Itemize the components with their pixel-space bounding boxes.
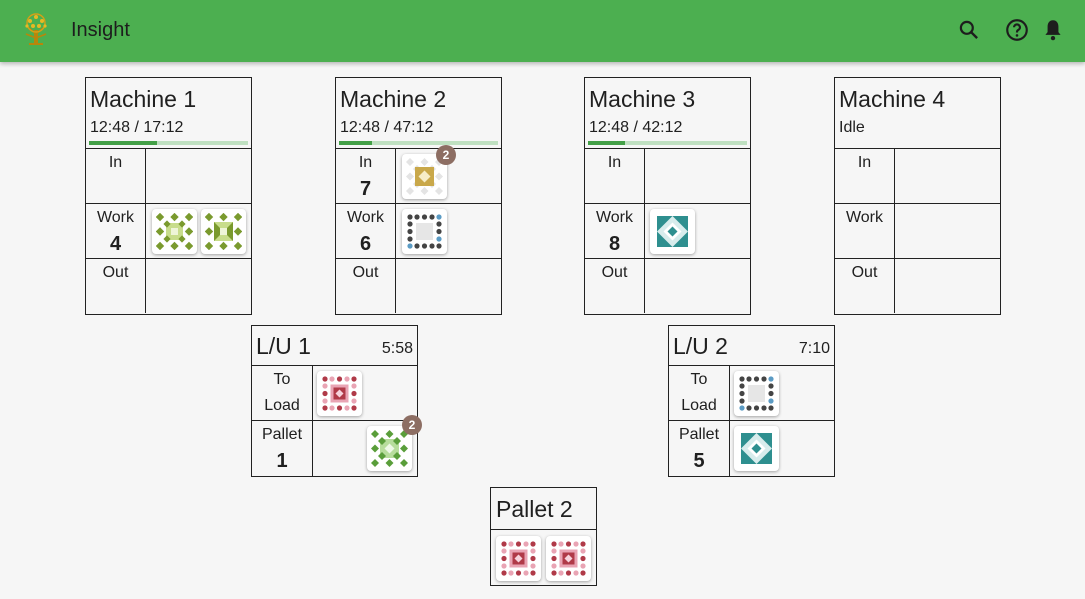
machine-work-row: Work 4 [86,204,251,259]
crimson-quilt-icon [551,541,586,576]
row-label-out: Out [601,264,628,281]
row-label-work: Work [96,209,135,226]
row-label-pallet: Pallet [678,426,720,443]
row-label-in: In [857,154,872,171]
machine-header: Machine 1 12:48 / 17:12 [86,78,251,149]
pallet-row: Pallet 5 [669,421,834,476]
row-label-in: In [607,154,622,171]
machine-3-card: Machine 3 12:48 / 42:12 In Work 8 Out [584,77,751,315]
machine-in-row: In 7 2 [336,145,501,204]
load-station-header: L/U 1 5:58 [252,326,417,366]
row-label-in: In [108,154,123,171]
row-label-to: To [690,371,708,388]
part-tile-crimson-quilt[interactable] [546,536,591,581]
app-bar: Insight [0,0,1085,62]
machine-out-row: Out [835,259,1000,313]
pallet-row: Pallet 1 2 [252,415,422,476]
machine-cycle-time: 12:48 / 17:12 [90,119,184,136]
machine-name: Machine 4 [839,86,946,112]
crimson-quilt-icon [322,376,357,411]
machine-cycle-time: 12:48 / 47:12 [340,119,434,136]
machine-header: Machine 3 12:48 / 42:12 [585,78,750,149]
crimson-quilt-icon [501,541,536,576]
row-label-out: Out [851,264,878,281]
row-label-work: Work [346,209,385,226]
load-station-time: 7:10 [798,340,830,357]
row-count: 1 [276,450,288,472]
machine-progress-bar [588,141,747,145]
part-tile-green-quilt[interactable] [367,426,412,471]
load-station-name: L/U 2 [673,333,728,359]
machine-work-row: Work 6 [336,204,501,259]
part-tile-olive-pinwheel[interactable] [201,209,246,254]
row-count: 7 [359,178,372,200]
part-tile-teal-star[interactable] [734,426,779,471]
help-icon[interactable] [1004,17,1030,43]
olive-pinwheel-icon [205,213,242,250]
machine-out-row: Out [585,259,750,313]
row-label-out: Out [102,264,129,281]
machine-header: Machine 4 Idle [835,78,1000,149]
pallet-header: Pallet 2 [491,488,596,530]
row-label-load: Load [264,397,300,414]
machine-4-card: Machine 4 Idle In Work Out [834,77,1001,315]
part-tile-teal-star[interactable] [650,209,695,254]
gold-star-icon [406,158,443,195]
row-label-work: Work [845,209,884,226]
part-tile-crimson-quilt[interactable] [317,371,362,416]
olive-quilt-icon [156,213,193,250]
teal-star-icon [741,433,772,464]
machine-out-row: Out [336,259,501,313]
quantity-badge: 2 [436,145,456,165]
machine-progress-bar [89,141,248,145]
row-count: 5 [693,450,705,472]
machine-1-card: Machine 1 12:48 / 17:12 In Work 4 Out [85,77,252,315]
machine-progress-bar [339,141,498,145]
load-station-header: L/U 2 7:10 [669,326,834,366]
row-label-out: Out [352,264,379,281]
machine-in-row: In [86,149,251,204]
row-label-in: In [358,154,373,171]
load-station-name: L/U 1 [256,333,311,359]
row-label-load: Load [681,397,717,414]
search-icon[interactable] [956,17,982,43]
machine-header: Machine 2 12:48 / 47:12 [336,78,501,149]
load-station-time: 5:58 [381,340,413,357]
machine-2-card: Machine 2 12:48 / 47:12 In 7 2 Work 6 Out [335,77,502,315]
pallet-name: Pallet 2 [496,496,573,522]
part-tile-dot-grid[interactable] [402,209,447,254]
machine-cycle-time: 12:48 / 42:12 [589,119,683,136]
green-quilt-icon [371,430,408,467]
machine-name: Machine 3 [589,86,696,112]
machine-in-row: In [585,149,750,204]
pallet-2-card: Pallet 2 [490,487,597,586]
machine-in-row: In [835,149,1000,204]
machine-work-row: Work [835,204,1000,259]
machine-status: Idle [839,119,865,136]
row-label-pallet: Pallet [261,426,303,443]
teal-star-icon [657,216,688,247]
row-label-to: To [273,371,291,388]
machine-name: Machine 2 [340,86,447,112]
machine-out-row: Out [86,259,251,313]
machine-work-row: Work 8 [585,204,750,259]
machine-name: Machine 1 [90,86,197,112]
app-title: Insight [71,19,130,41]
quantity-badge: 2 [402,415,422,435]
dot-grid-icon [407,214,442,249]
row-count: 4 [109,233,122,255]
part-tile-crimson-quilt[interactable] [496,536,541,581]
part-tile-dot-grid[interactable] [734,371,779,416]
row-count: 8 [608,233,621,255]
tree-logo-icon [20,12,52,46]
row-count: 6 [359,233,372,255]
notifications-icon[interactable] [1040,17,1066,43]
row-label-work: Work [595,209,634,226]
dot-grid-icon [739,376,774,411]
part-tile-olive-quilt[interactable] [152,209,197,254]
